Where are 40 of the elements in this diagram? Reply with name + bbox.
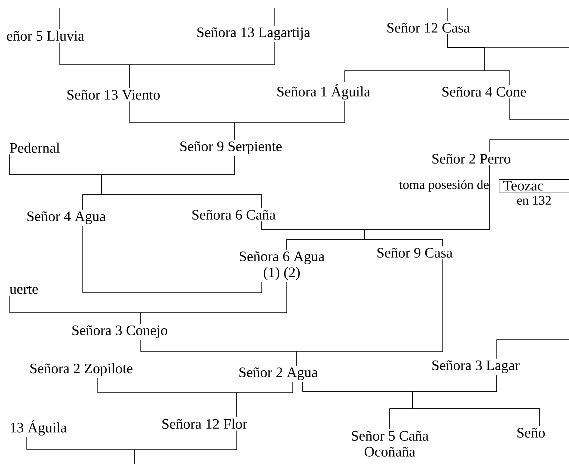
lineage-line — [236, 382, 294, 418]
person-name: Señora 3 Conejo — [72, 326, 168, 338]
person-name: Señora 4 Cone — [442, 87, 526, 97]
person-name: 13 Águila — [10, 420, 67, 436]
person-name: Señor 4 Agua — [28, 212, 106, 224]
person-name: Señora 2 Zopilote — [30, 363, 133, 377]
lineage-line — [490, 140, 569, 153]
lineage-line — [296, 259, 444, 366]
lineage-line — [412, 374, 540, 427]
person-name: eñor 5 Lluvia — [7, 30, 84, 42]
person-name: Señora 6 Agua (1) (2) — [240, 252, 325, 280]
lineage-line — [82, 226, 262, 294]
lineage-line — [134, 430, 238, 464]
person-name: Seño — [518, 428, 546, 438]
person-name: Señor 12 Casa — [388, 23, 470, 33]
person-name: Señor 9 Casa — [378, 248, 453, 258]
lineage-line — [234, 101, 346, 140]
lineage-line — [274, 8, 276, 26]
lineage-line — [496, 340, 569, 360]
lineage-line — [102, 156, 262, 209]
person-name: Señor 9 Serpiente — [180, 142, 282, 154]
node-caption: en 132 — [517, 196, 552, 205]
person-name: Señora 6 Caña — [192, 210, 276, 220]
node-caption: toma posesión de — [400, 180, 489, 192]
person-name: Señora 1 Águila — [278, 84, 370, 100]
person-name: uerte — [10, 286, 38, 294]
person-name: Señora 13 Lagartija — [198, 28, 310, 40]
lineage-line — [130, 42, 276, 89]
person-name: Señor 13 Viento — [68, 90, 160, 100]
person-name: Señor 5 Caña Ocoñaña — [352, 431, 429, 457]
person-name: Señora 3 Lagar — [432, 360, 520, 374]
person-name: Señor 2 Perro — [432, 154, 511, 164]
person-name: Pedernal — [10, 142, 60, 154]
place-box: Teozac — [499, 179, 569, 193]
lineage-line — [448, 34, 569, 48]
lineage-line — [510, 98, 569, 120]
person-name: Señor 2 Agua — [240, 368, 318, 380]
lineage-line — [10, 295, 142, 324]
person-name: Señora 12 Flor — [162, 418, 248, 430]
lineage-line — [262, 221, 444, 247]
